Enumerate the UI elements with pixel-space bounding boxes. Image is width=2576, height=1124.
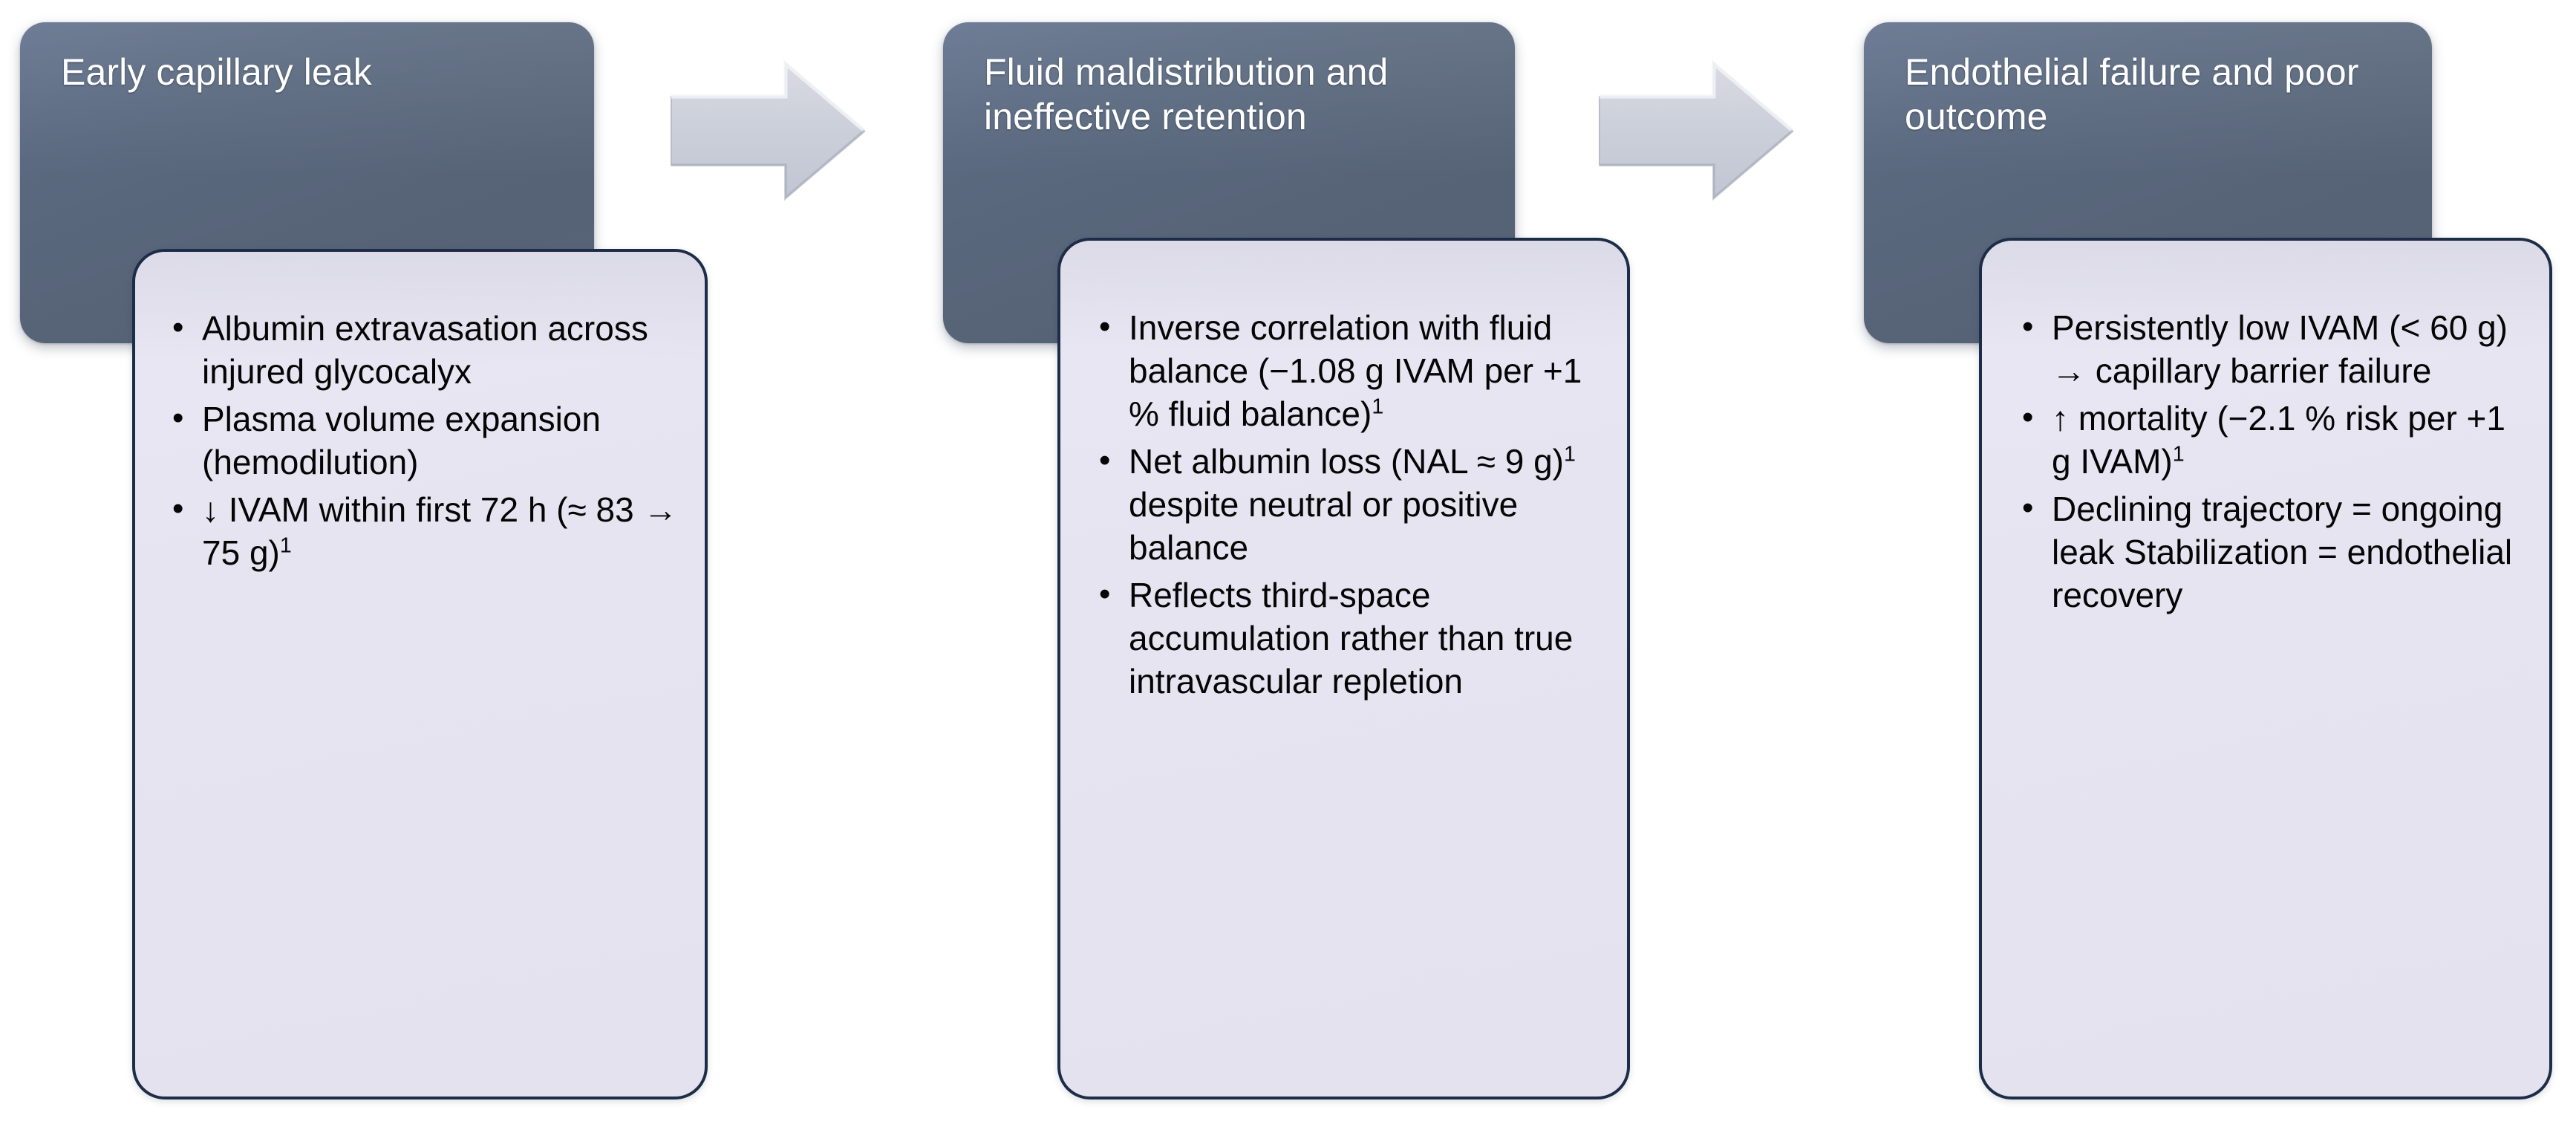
list-item: Reflects third-space accumulation rather… bbox=[1099, 573, 1602, 703]
right-arrow-icon bbox=[1595, 59, 1797, 202]
stage-2-header-title: Fluid maldistribution and ineffective re… bbox=[984, 51, 1389, 137]
footnote-marker: 1 bbox=[1372, 394, 1384, 419]
bullet-text: Persistently low IVAM (< 60 g) → capilla… bbox=[2052, 308, 2508, 390]
list-item: Persistently low IVAM (< 60 g) → capilla… bbox=[2022, 305, 2524, 392]
stage-2-bullet-list: Inverse correlation with fluid balance (… bbox=[1090, 305, 1602, 707]
stage-1-bullet-list: Albumin extravasation across injured gly… bbox=[163, 306, 679, 579]
list-item: Net albumin loss (NAL ≈ 9 g)1 despite ne… bbox=[1099, 439, 1602, 569]
list-item: Declining trajectory = ongoing leak Stab… bbox=[2022, 487, 2524, 617]
bullet-text-continued: despite neutral or positive balance bbox=[1129, 485, 1519, 567]
bullet-text: Albumin extravasation across injured gly… bbox=[202, 309, 648, 391]
stage-2-body-card[interactable]: Inverse correlation with fluid balance (… bbox=[1057, 238, 1630, 1099]
bullet-text: Plasma volume expansion (hemodilution) bbox=[202, 400, 601, 481]
stage-1-header-title: Early capillary leak bbox=[61, 51, 372, 93]
stage-1: Early capillary leak Albumin extravasati… bbox=[0, 0, 743, 1124]
list-item: Inverse correlation with fluid balance (… bbox=[1099, 305, 1602, 435]
list-item: ↓ IVAM within first 72 h (≈ 83 → 75 g)1 bbox=[172, 487, 679, 574]
bullet-text: Reflects third-space accumulation rather… bbox=[1129, 576, 1574, 701]
list-item: Albumin extravasation across injured gly… bbox=[172, 306, 679, 393]
bullet-text: Inverse correlation with fluid balance (… bbox=[1129, 308, 1582, 433]
footnote-marker: 1 bbox=[2172, 442, 2185, 467]
header-gloss-overlay bbox=[20, 22, 594, 177]
bullet-text: Net albumin loss (NAL ≈ 9 g) bbox=[1129, 442, 1564, 481]
bullet-text: Declining trajectory = ongoing leak Stab… bbox=[2052, 490, 2513, 614]
stage-3-header-title: Endothelial failure and poor outcome bbox=[1905, 51, 2359, 137]
stage-1-body-card[interactable]: Albumin extravasation across injured gly… bbox=[132, 249, 708, 1099]
footnote-marker: 1 bbox=[279, 533, 292, 558]
stage-3-bullet-list: Persistently low IVAM (< 60 g) → capilla… bbox=[2013, 305, 2524, 621]
footnote-marker: 1 bbox=[1563, 442, 1576, 467]
list-item: Plasma volume expansion (hemodilution) bbox=[172, 397, 679, 484]
stage-3: Endothelial failure and poor outcome Per… bbox=[1847, 0, 2576, 1124]
stage-3-body-card[interactable]: Persistently low IVAM (< 60 g) → capilla… bbox=[1979, 238, 2552, 1099]
stage-2: Fluid maldistribution and ineffective re… bbox=[925, 0, 1668, 1124]
bullet-text: ↓ IVAM within first 72 h (≈ 83 → 75 g) bbox=[202, 490, 678, 572]
right-arrow-icon bbox=[667, 59, 869, 202]
list-item: ↑ mortality (−2.1 % risk per +1 g IVAM)1 bbox=[2022, 396, 2524, 483]
bullet-text: ↑ mortality (−2.1 % risk per +1 g IVAM) bbox=[2052, 399, 2505, 481]
